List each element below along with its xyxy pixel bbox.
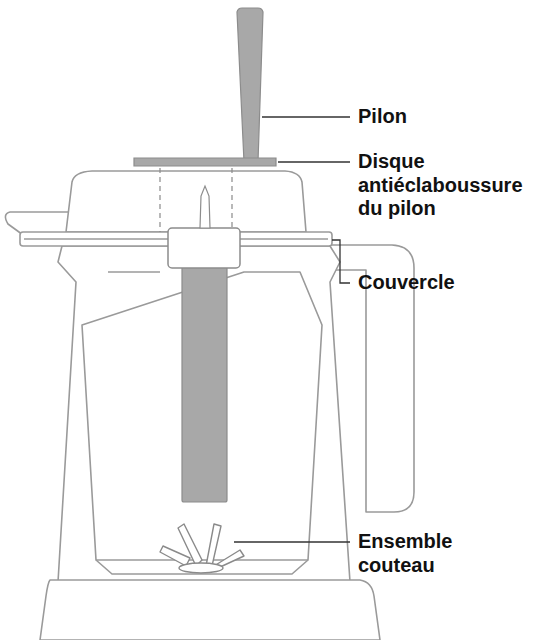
part-label: Disque antiéclaboussure du pilon <box>358 150 548 221</box>
lid-dome <box>66 171 306 232</box>
lid-bore-line <box>159 168 160 232</box>
blade <box>160 546 190 566</box>
part-label: Ensemble couteau <box>358 530 468 577</box>
leader-line <box>234 541 350 542</box>
blade-hub <box>179 563 223 573</box>
leader-line <box>278 161 350 162</box>
splash-disc <box>134 158 276 166</box>
tamper-collar <box>168 228 240 268</box>
leader-line <box>262 116 350 117</box>
blade <box>206 524 221 566</box>
tamper-tip <box>200 186 210 228</box>
tamper-shaft <box>182 260 227 502</box>
leader-line <box>332 240 350 283</box>
part-label: Pilon <box>358 105 548 129</box>
lid-bore-line <box>231 168 232 232</box>
tamper-handle <box>237 8 263 162</box>
part-label: Couvercle <box>358 271 548 295</box>
motor-base <box>40 580 380 640</box>
jar-body <box>58 246 350 582</box>
jar-floor <box>96 560 308 574</box>
